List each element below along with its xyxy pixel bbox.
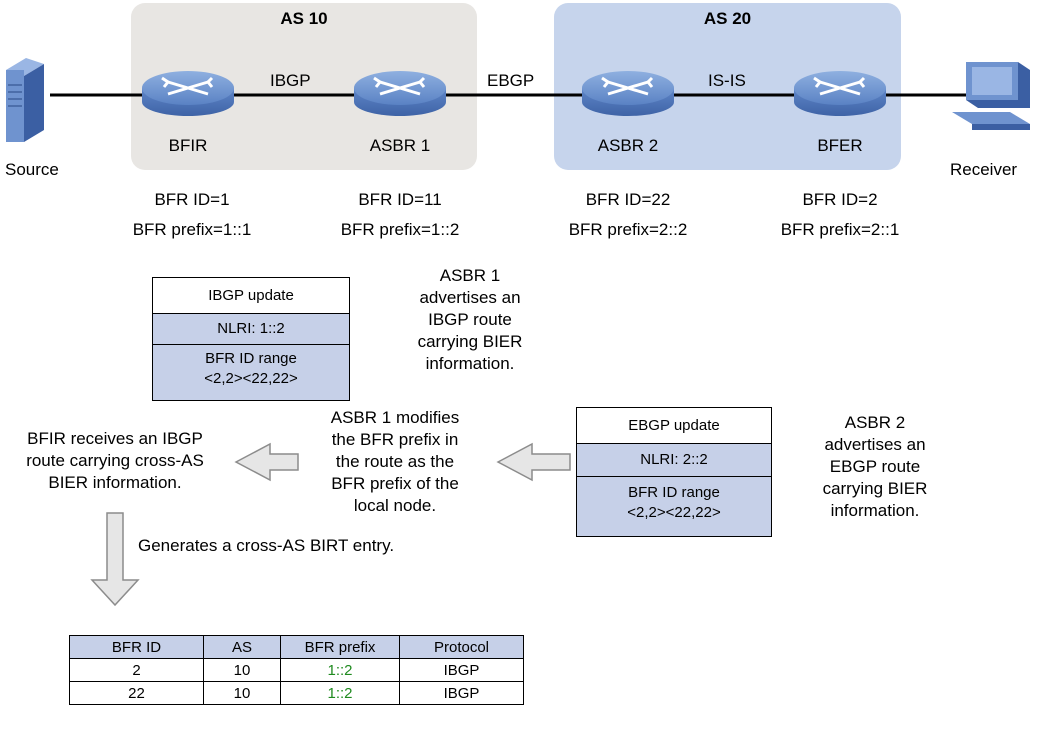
ibgp-update-nlri: NLRI: 1::2 (153, 313, 349, 344)
note-generates: Generates a cross-AS BIRT entry. (138, 536, 395, 555)
note-bfir-receive: BFIR receives an IBGP route carrying cro… (26, 429, 204, 492)
cell-protocol: IBGP (399, 658, 524, 682)
as20-title: AS 20 (703, 9, 752, 28)
cell-as: 10 (203, 658, 281, 682)
cell-bfr-id: 2 (69, 658, 204, 682)
header-bfr-id: BFR ID (69, 635, 204, 659)
cell-bfr-prefix: 1::2 (280, 658, 400, 682)
ebgp-update-range: BFR ID range <2,2><22,22> (577, 476, 771, 536)
header-as: AS (203, 635, 281, 659)
link-label-ibgp: IBGP (270, 71, 311, 90)
ebgp-update-range-label: BFR ID range (628, 484, 720, 501)
ebgp-update-nlri: NLRI: 2::2 (577, 443, 771, 476)
ibgp-update-title: IBGP update (153, 278, 349, 313)
header-protocol: Protocol (399, 635, 524, 659)
router-asbr2-icon (582, 71, 674, 116)
birt-table: BFR ID AS BFR prefix Protocol 2 10 1::2 … (69, 635, 524, 705)
asbr1-bfr-id: BFR ID=11 (358, 190, 442, 209)
bfir-bfr-id: BFR ID=1 (154, 190, 230, 209)
arrow-left-2-icon (496, 442, 571, 482)
ebgp-update-box: EBGP update NLRI: 2::2 BFR ID range <2,2… (576, 407, 772, 537)
ibgp-update-range-label: BFR ID range (205, 350, 297, 367)
node-name-asbr2: ASBR 2 (597, 136, 659, 155)
table-row: 2 10 1::2 IBGP (69, 658, 524, 682)
receiver-label: Receiver (950, 160, 1018, 179)
bfer-bfr-id: BFR ID=2 (802, 190, 878, 209)
receiver-pc-icon (952, 62, 1030, 130)
source-server-icon (6, 58, 44, 142)
birt-header-row: BFR ID AS BFR prefix Protocol (69, 635, 524, 659)
node-name-bfer: BFER (817, 136, 863, 155)
link-label-isis: IS-IS (708, 71, 746, 90)
router-bfer-icon (794, 71, 886, 116)
as10-title: AS 10 (280, 9, 328, 28)
node-name-bfir: BFIR (168, 136, 208, 155)
table-row: 22 10 1::2 IBGP (69, 681, 524, 705)
header-bfr-prefix: BFR prefix (280, 635, 400, 659)
cell-as: 10 (203, 681, 281, 705)
router-bfir-icon (142, 71, 234, 116)
bfir-bfr-prefix: BFR prefix=1::1 (132, 220, 252, 239)
ibgp-update-box: IBGP update NLRI: 1::2 BFR ID range <2,2… (152, 277, 350, 401)
note-asbr1-advertise: ASBR 1 advertises an IBGP route carrying… (417, 266, 523, 373)
node-name-asbr1: ASBR 1 (369, 136, 431, 155)
asbr2-bfr-prefix: BFR prefix=2::2 (568, 220, 688, 239)
ibgp-update-range-value: <2,2><22,22> (204, 370, 298, 387)
cell-bfr-id: 22 (69, 681, 204, 705)
cell-protocol: IBGP (399, 681, 524, 705)
asbr1-bfr-prefix: BFR prefix=1::2 (340, 220, 460, 239)
asbr2-bfr-id: BFR ID=22 (585, 190, 671, 209)
ebgp-update-range-value: <2,2><22,22> (627, 504, 721, 521)
ibgp-update-range: BFR ID range <2,2><22,22> (153, 344, 349, 400)
arrow-down-icon (90, 512, 140, 607)
note-asbr1-modify: ASBR 1 modifies the BFR prefix in the ro… (330, 408, 460, 515)
bfer-bfr-prefix: BFR prefix=2::1 (780, 220, 900, 239)
cell-bfr-prefix: 1::2 (280, 681, 400, 705)
router-asbr1-icon (354, 71, 446, 116)
note-asbr2-advertise: ASBR 2 advertises an EBGP route carrying… (822, 413, 928, 520)
source-label: Source (5, 160, 59, 179)
link-label-ebgp: EBGP (487, 71, 535, 90)
arrow-left-1-icon (234, 442, 299, 482)
topology-svg (6, 58, 1030, 142)
ebgp-update-title: EBGP update (577, 408, 771, 443)
